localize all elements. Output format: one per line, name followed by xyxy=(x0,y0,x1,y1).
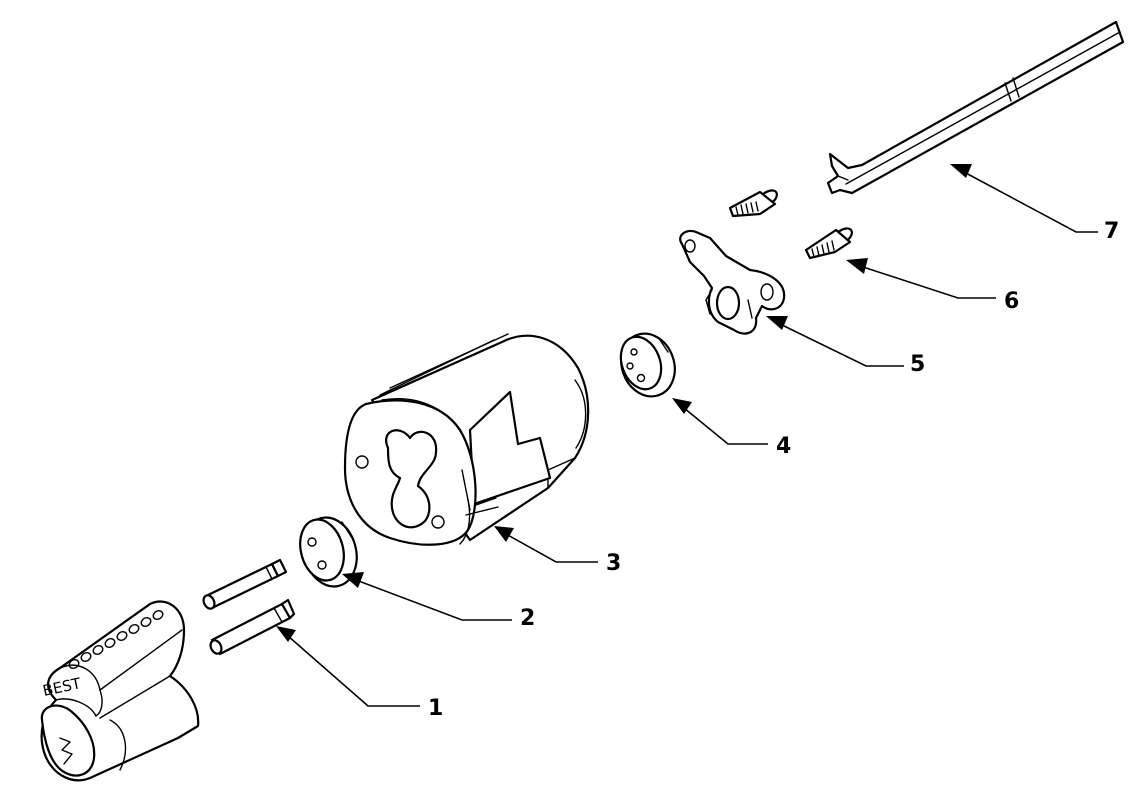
callout-label-2: 2 xyxy=(520,606,535,631)
pin-lower xyxy=(209,598,296,656)
callout-1: 1 xyxy=(276,626,443,721)
front-disc xyxy=(299,516,358,588)
callout-label-6: 6 xyxy=(1004,289,1019,314)
callout-5: 5 xyxy=(766,316,925,377)
callout-6: 6 xyxy=(846,258,1019,314)
callout-4: 4 xyxy=(672,398,791,459)
callout-2: 2 xyxy=(342,572,535,631)
callout-label-4: 4 xyxy=(776,434,791,459)
cylinder-housing xyxy=(343,333,590,546)
lock-core: BEST xyxy=(40,600,200,782)
callout-label-7: 7 xyxy=(1104,219,1119,244)
callout-label-1: 1 xyxy=(428,696,443,721)
cam-plate xyxy=(679,229,786,335)
callout-3: 3 xyxy=(494,526,621,576)
callout-label-5: 5 xyxy=(910,352,925,377)
screw-lower xyxy=(804,227,853,260)
tailpiece-bar xyxy=(826,20,1125,195)
pin-upper xyxy=(202,558,288,610)
rear-disc xyxy=(619,332,676,398)
screw-upper xyxy=(728,189,778,218)
callout-7: 7 xyxy=(950,164,1119,244)
callout-label-3: 3 xyxy=(606,551,621,576)
core-pin-holes xyxy=(68,610,164,669)
